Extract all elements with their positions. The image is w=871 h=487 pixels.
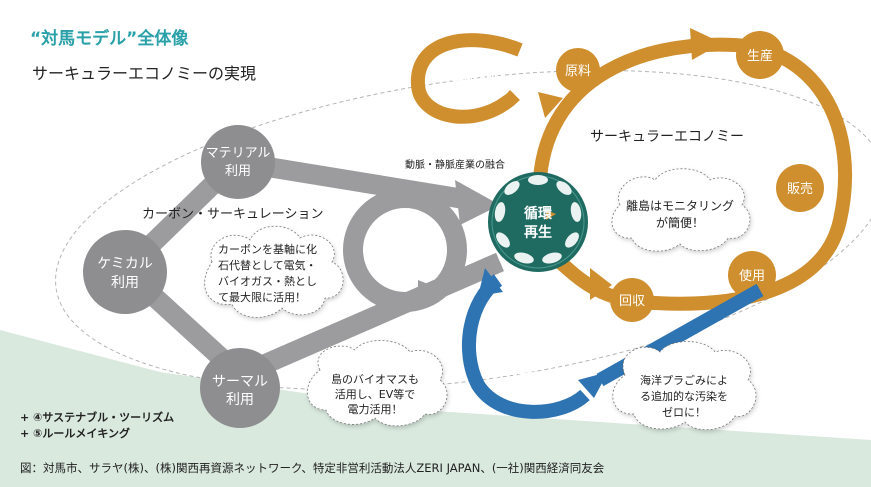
node-use: 使用 (728, 251, 776, 299)
blue-arrowhead-right (578, 372, 608, 398)
node-use-label: 使用 (739, 268, 765, 284)
orange-arrowhead-left (538, 92, 563, 118)
node-raw-material: 原料 (556, 48, 600, 92)
orange-arrowhead-bottom (590, 268, 612, 300)
blue-arrowhead-top (478, 268, 503, 296)
node-chemical: ケミカル 利用 (83, 230, 167, 314)
node-recovery-label: 回収 (619, 294, 645, 309)
cloud-biomass-line3: 電力活用！ (348, 403, 403, 416)
node-production-label: 生産 (747, 48, 773, 64)
cloud-ocean-line2: る追加的な汚染を (640, 389, 728, 403)
cloud-monitoring-line1: 離島はモニタリング (626, 198, 734, 213)
cloud-biomass: 島のバイオマスも 活用し、EV等で 電力活用！ (306, 340, 448, 427)
cloud-carbon-line4: て最大限に活用！ (218, 290, 306, 304)
page-title: “対馬モデル”全体像 (30, 28, 189, 49)
cloud-ocean-line3: ゼロに！ (662, 406, 706, 419)
node-raw-label: 原料 (565, 64, 591, 79)
cloud-monitoring: 離島はモニタリング が簡便！ (611, 168, 751, 252)
orange-arrowhead-top (690, 28, 722, 60)
cloud-carbon-line3: バイオガス・熱とし (218, 275, 317, 288)
innovation-3-line1: ③海洋プラごみ (482, 334, 564, 349)
center-label-line2: 再生 (524, 224, 552, 241)
cloud-biomass-line1: 島のバイオマスも (331, 372, 419, 386)
outer-dashed-ellipse (55, 69, 871, 391)
cloud-carbon: カーボンを基軸に化 石代替として電気・ バイオガス・熱とし て最大限に活用！ (204, 225, 344, 318)
cloud-ocean-line1: 海洋プラごみによ (640, 373, 728, 387)
node-thermal-line1: サーマル (212, 374, 268, 390)
node-production: 生産 (736, 31, 784, 79)
carbon-circulation-label: カーボン・サーキュレーション (142, 207, 323, 222)
node-thermal-line2: 利用 (226, 392, 254, 408)
fusion-label: 動脈・静脈産業の融合 (405, 158, 505, 171)
gray-arrowhead-ring (418, 280, 448, 308)
node-thermal: サーマル 利用 (200, 348, 280, 428)
page-subtitle: サーキュラーエコノミーの実現 (32, 64, 256, 83)
footer-credit: 図：対馬市、サラヤ(株)、(株)関西再資源ネットワーク、特定非営利活動法人ZER… (20, 461, 605, 475)
node-chemical-line1: ケミカル (97, 256, 153, 272)
innovation-3-line3: イノベーション (481, 367, 565, 381)
node-material-line1: マテリアル (206, 146, 271, 161)
extra-item-rule-making: + ⑤ルールメイキング (20, 426, 130, 440)
center-arrow-icon (546, 210, 556, 220)
cloud-carbon-line2: 石代替として電気・ (218, 258, 317, 272)
center-hub: 循環 再生 (488, 172, 588, 272)
background-band (0, 330, 871, 487)
node-material-line2: 利用 (225, 164, 251, 179)
node-material: マテリアル 利用 (201, 125, 275, 199)
center-label-line1: 循環 (524, 205, 553, 222)
innovation-1-line2: イノベーション (363, 249, 447, 263)
gray-arrowhead-top (455, 180, 500, 225)
extra-item-tourism: + ④サステナブル・ツーリズム (20, 410, 174, 424)
node-chemical-line2: 利用 (111, 275, 139, 291)
node-recovery: 回収 (610, 278, 654, 322)
innovation-1-line1: ①再生技術の (370, 232, 441, 246)
cloud-ocean-plastic: 海洋プラごみによ る追加的な汚染を ゼロに！ (612, 341, 757, 431)
cloud-monitoring-line2: が簡便！ (656, 215, 704, 230)
node-sales-label: 販売 (787, 181, 813, 197)
innovation-2-line2: イノベーション (426, 85, 510, 99)
cloud-carbon-line1: カーボンを基軸に化 (218, 242, 317, 256)
node-sales: 販売 (776, 164, 824, 212)
cloud-biomass-line2: 活用し、EV等で (335, 387, 415, 401)
innovation-2-line1: ②製品設計の (433, 68, 503, 83)
circular-economy-label: サーキュラーエコノミー (590, 129, 744, 145)
island-silhouettes-icon (494, 175, 582, 264)
innovation-3-line2: 流出防止・回収 (481, 350, 566, 365)
